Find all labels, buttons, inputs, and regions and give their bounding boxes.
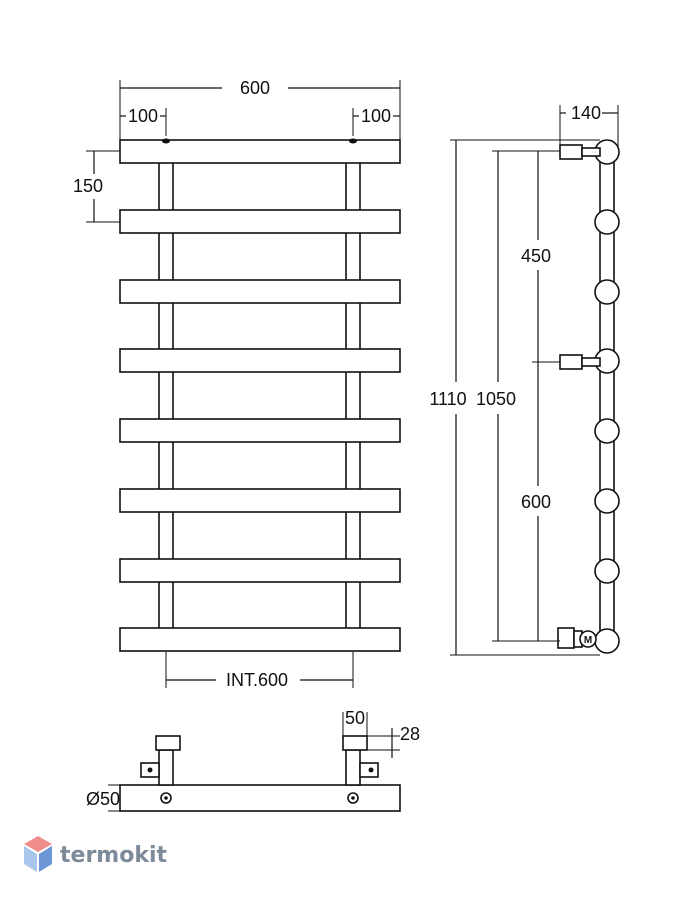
- middle-bracket-block: [559, 354, 583, 370]
- logo-cube-left-icon: [24, 846, 37, 872]
- logo-cube-right-icon: [39, 846, 52, 872]
- valve-knob-icon: [579, 630, 597, 648]
- logo-cube-top-icon: [24, 836, 52, 852]
- bar-cross-section-2: [594, 209, 620, 235]
- right-mount-point: [349, 138, 357, 144]
- middle-wall-bracket: [559, 354, 601, 370]
- dim-bar-pitch-label: 150: [73, 176, 103, 196]
- dim-pipe-width-label: 50: [345, 708, 365, 728]
- dim-connection-height-label: 1050: [476, 389, 516, 409]
- side-view: M 140 1110 1050 450 600: [429, 103, 620, 656]
- brand-name: termokit: [60, 843, 167, 868]
- dim-total-height-label: 1110: [429, 389, 466, 409]
- top-bracket-block: [559, 144, 583, 160]
- horizontal-bar-6: [119, 488, 401, 513]
- dim-pipe-offset-label: 28: [400, 724, 420, 744]
- horizontal-bar-3: [119, 279, 401, 304]
- dim-total-width-label: 600: [240, 78, 270, 98]
- right-fitting-dot: [368, 767, 374, 773]
- dim-right-offset-label: 100: [361, 106, 391, 126]
- left-mount-point: [162, 138, 170, 144]
- bar-cross-section-7: [594, 558, 620, 584]
- dim-diameter-label: Ø50: [86, 789, 120, 809]
- bar-cross-section-5: [594, 418, 620, 444]
- top-bracket-stem: [581, 147, 601, 157]
- horizontal-bar-5: [119, 418, 401, 443]
- dim-lower-section-label: 600: [521, 492, 551, 512]
- dim-left-offset-label: 100: [128, 106, 158, 126]
- right-connection-pipe: [345, 749, 361, 786]
- horizontal-bar-2: [119, 209, 401, 234]
- front-view: 600 100 100 150 INT.600: [73, 78, 401, 690]
- termokit-logo: termokit: [24, 836, 167, 872]
- middle-bracket-stem: [581, 357, 601, 367]
- bottom-bracket-block: [557, 627, 575, 649]
- horizontal-bar-1: [119, 139, 401, 164]
- bar-cross-section-6: [594, 488, 620, 514]
- right-connection-cap: [342, 735, 368, 751]
- horizontal-bar-7: [119, 558, 401, 583]
- bottom-valve-assembly: M: [557, 627, 597, 649]
- bottom-view: Ø50 50 28: [86, 708, 420, 812]
- bar-cross-section-8: [594, 628, 620, 654]
- left-fitting-dot: [147, 767, 153, 773]
- bar-cross-section-3: [594, 279, 620, 305]
- dim-depth-label: 140: [571, 103, 601, 123]
- horizontal-bar-8: [119, 627, 401, 652]
- valve-mark-label: M: [584, 635, 592, 646]
- dim-upper-section-label: 450: [521, 246, 551, 266]
- bar-cross-sections: [594, 139, 620, 654]
- top-wall-bracket: [559, 144, 601, 160]
- left-connection-cap: [155, 735, 181, 751]
- horizontal-bar-4: [119, 348, 401, 373]
- dim-interaxis-label: INT.600: [226, 670, 288, 690]
- left-connection-pipe: [158, 749, 174, 786]
- horizontal-bars: [119, 139, 401, 652]
